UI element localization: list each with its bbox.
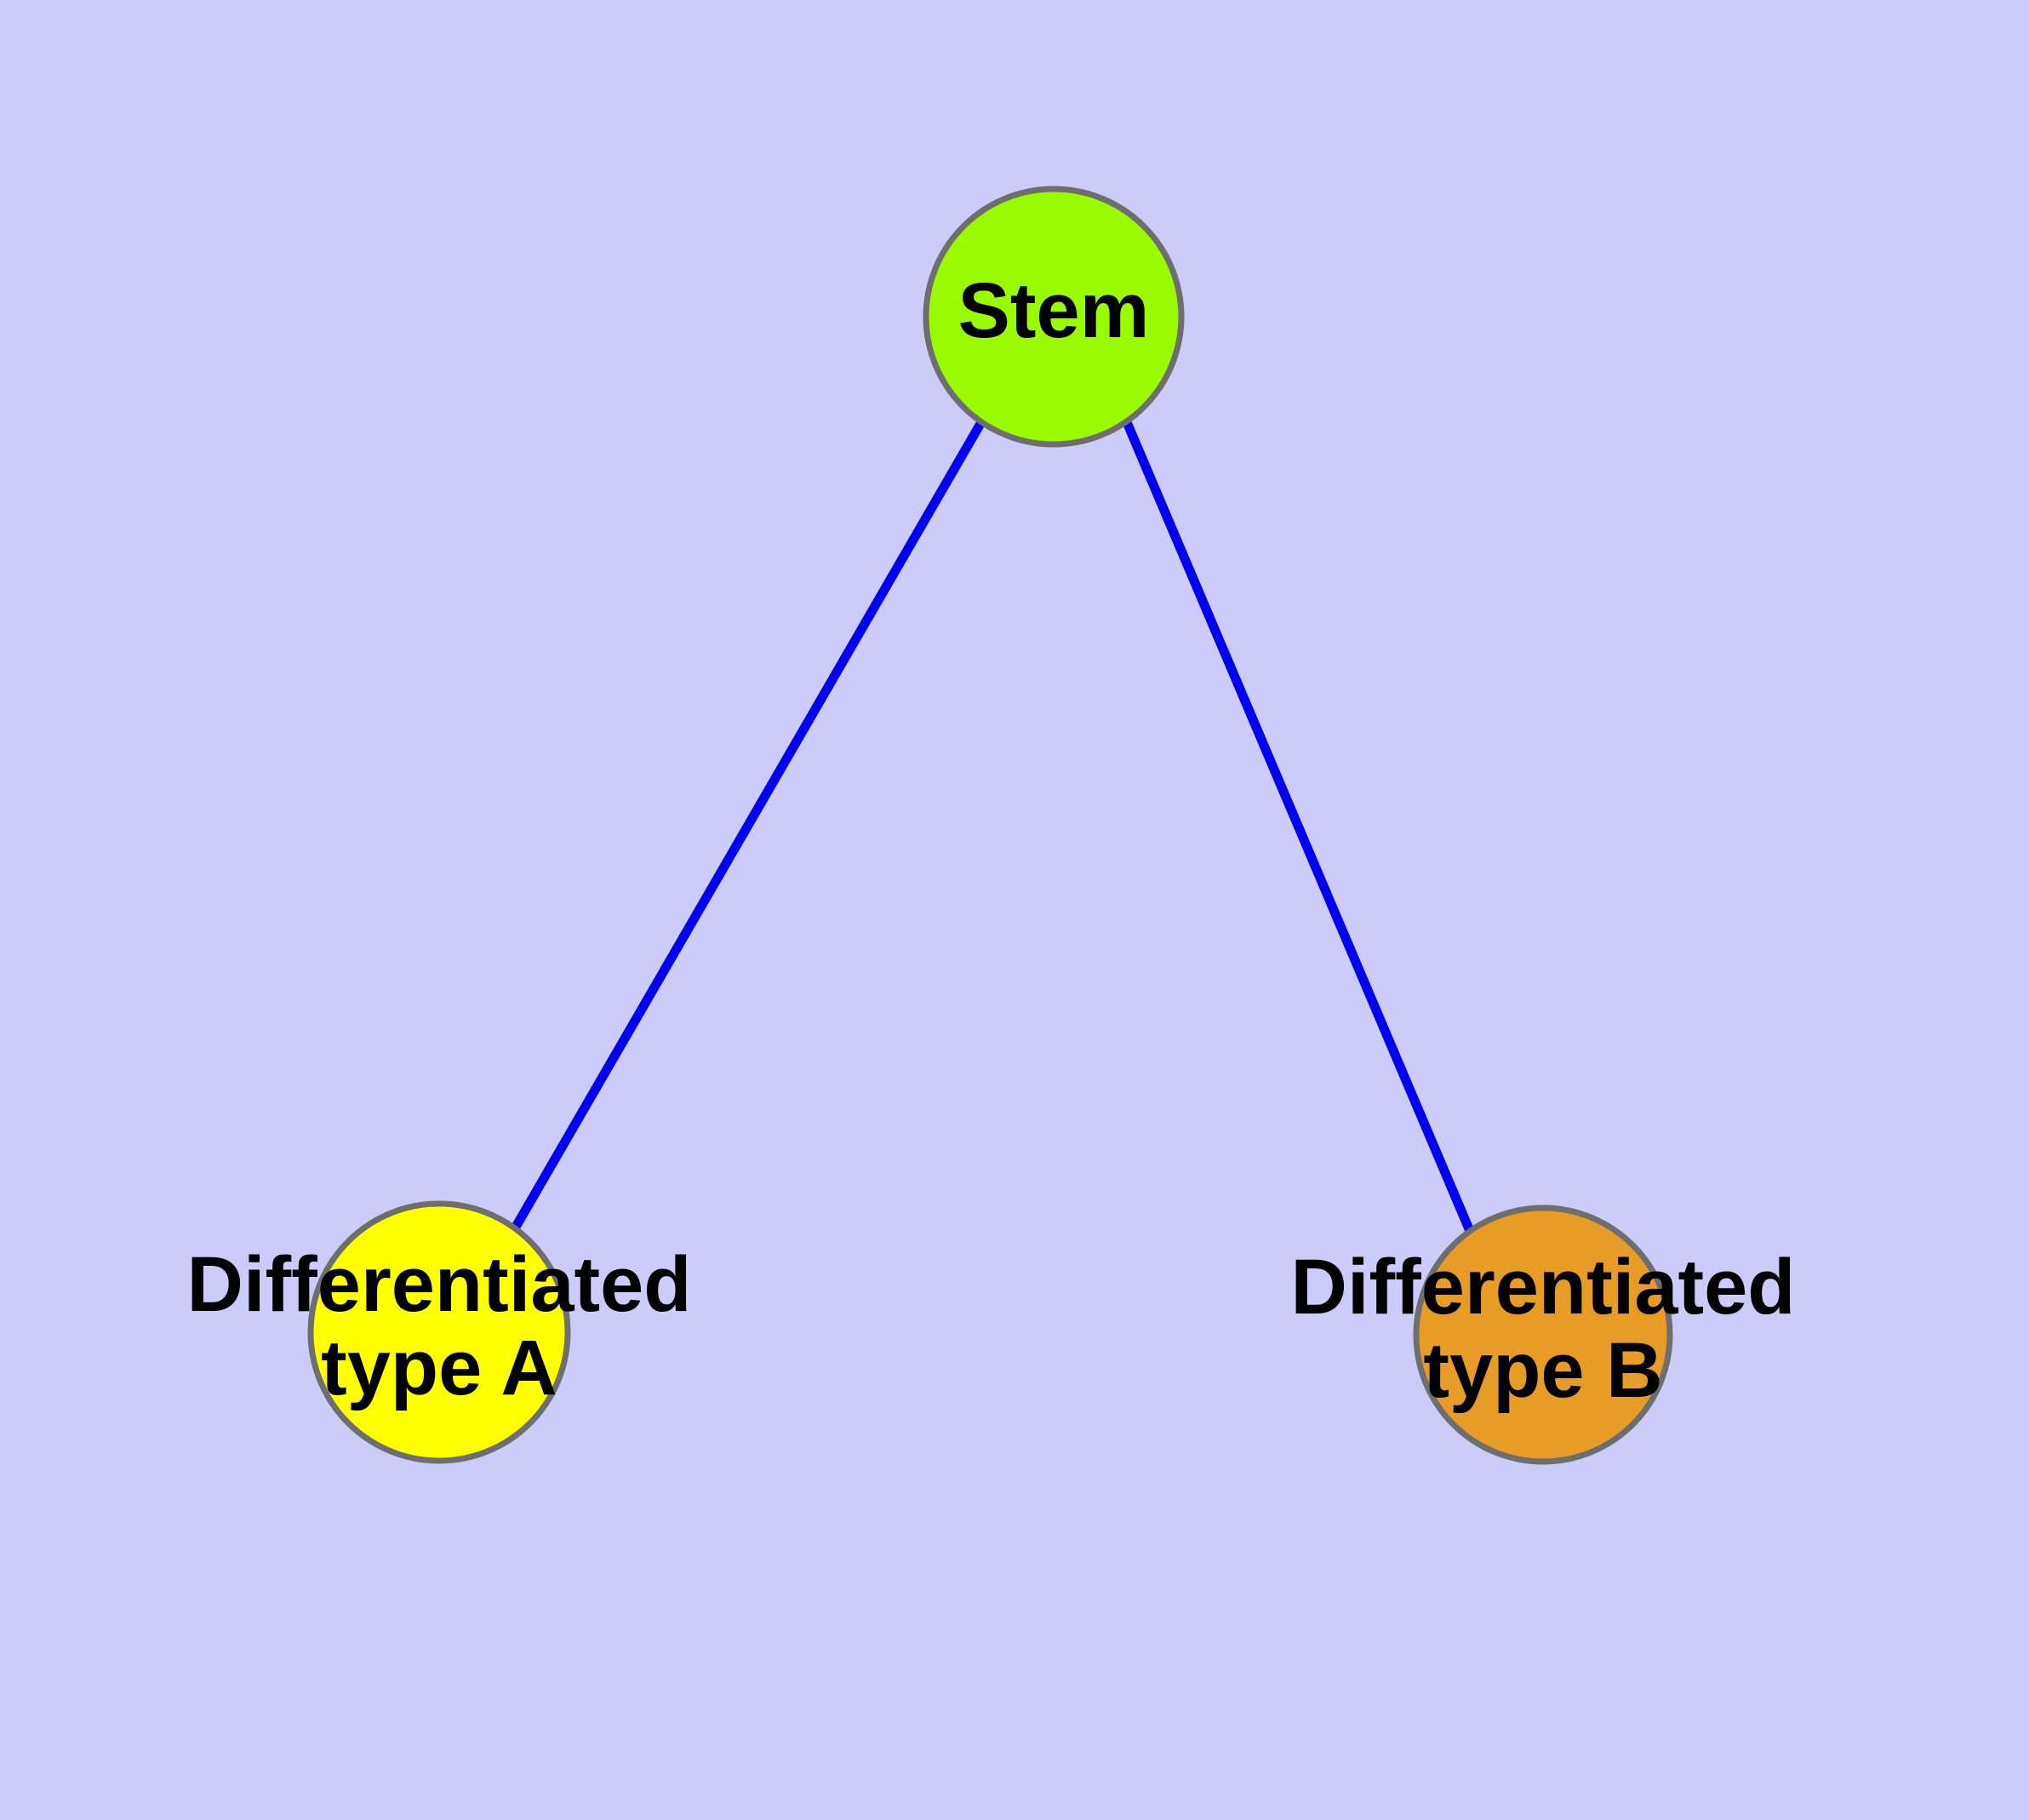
node-circle-stem[interactable] [923, 186, 1185, 448]
node-label-line: Differentiated [187, 1241, 692, 1328]
node-label-stem: Stem [958, 267, 1150, 354]
edges-layer [511, 420, 1475, 1233]
graph-edge-stem-to-diff-b[interactable] [1122, 420, 1475, 1233]
node-label-line: Differentiated [1291, 1244, 1796, 1331]
node-label-line: type A [321, 1325, 557, 1412]
node-label-line: Stem [958, 267, 1150, 354]
node-circle-diff-a[interactable] [307, 1200, 571, 1464]
graph-node-stem[interactable]: Stem [923, 186, 1185, 448]
node-circle-diff-b[interactable] [1413, 1205, 1673, 1465]
graph-edge-stem-to-diff-a[interactable] [511, 420, 986, 1231]
node-label-line: type B [1423, 1328, 1662, 1415]
